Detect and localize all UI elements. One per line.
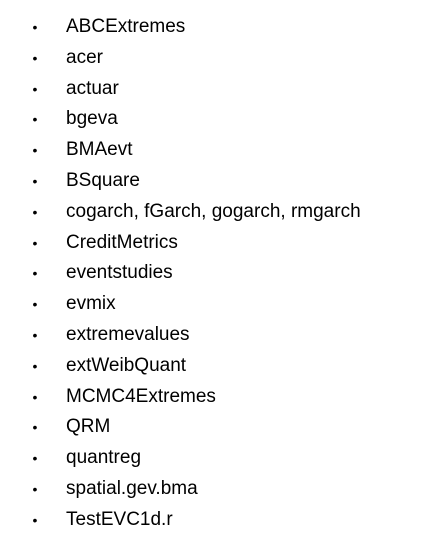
package-list: • ABCExtremes • acer • actuar • bgeva • BMAev… [0, 12, 423, 536]
list-item: • quantreg [0, 443, 423, 474]
bullet-icon: • [32, 296, 38, 313]
package-name: evmix [66, 293, 116, 315]
list-item: • MCMC4Extremes [0, 382, 423, 413]
list-item: • evmix [0, 289, 423, 320]
package-name: BMAevt [66, 139, 133, 161]
list-item: • actuar [0, 74, 423, 105]
package-name: actuar [66, 77, 119, 99]
bullet-icon: • [32, 357, 38, 374]
package-name: BSquare [66, 169, 140, 191]
package-name: TestEVC1d.r [66, 508, 173, 530]
list-item: • extWeibQuant [0, 351, 423, 382]
bullet-icon: • [32, 388, 38, 405]
package-name: spatial.gev.bma [66, 477, 198, 499]
list-item: • acer [0, 43, 423, 74]
package-name: acer [66, 46, 103, 68]
bullet-icon: • [32, 203, 38, 220]
package-name: ABCExtremes [66, 16, 186, 37]
bullet-icon: • [32, 142, 38, 159]
package-name: QRM [66, 416, 111, 438]
package-name: cogarch, fGarch, gogarch, rmgarch [66, 200, 361, 222]
list-item: • spatial.gev.bma [0, 474, 423, 505]
list-item: • BMAevt [0, 135, 423, 166]
bullet-icon: • [32, 172, 38, 189]
list-item: • BSquare [0, 166, 423, 197]
bullet-icon: • [32, 419, 38, 436]
list-item: • eventstudies [0, 258, 423, 289]
list-item: • ABCExtremes [0, 12, 423, 43]
list-item: • TestEVC1d.r [0, 505, 423, 536]
bullet-icon: • [32, 265, 38, 282]
bullet-icon: • [32, 450, 38, 467]
package-name: quantreg [66, 447, 142, 469]
bullet-icon: • [32, 49, 38, 66]
package-name: extWeibQuant [66, 354, 187, 376]
package-name: CreditMetrics [66, 231, 178, 253]
package-name: eventstudies [66, 262, 173, 284]
bullet-icon: • [32, 80, 38, 97]
package-name: extremevalues [66, 323, 190, 345]
bullet-icon: • [32, 19, 38, 35]
bullet-icon: • [32, 234, 38, 251]
list-item: • QRM [0, 412, 423, 443]
bullet-icon: • [32, 111, 38, 128]
package-name: MCMC4Extremes [66, 385, 216, 407]
bullet-icon: • [32, 511, 38, 528]
package-name: bgeva [66, 108, 118, 130]
bullet-icon: • [32, 326, 38, 343]
list-item: • cogarch, fGarch, gogarch, rmgarch [0, 197, 423, 228]
bullet-icon: • [32, 480, 38, 497]
list-item: • CreditMetrics [0, 228, 423, 259]
list-item: • bgeva [0, 104, 423, 135]
list-item: • extremevalues [0, 320, 423, 351]
